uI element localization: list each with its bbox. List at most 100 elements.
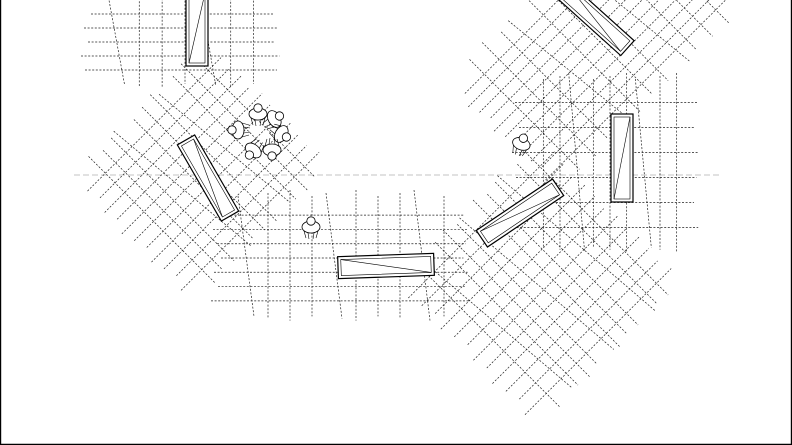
person-head [274,111,285,121]
platform-beam [526,0,641,112]
platform-joist [541,0,721,167]
bench-diagonal [613,116,631,200]
platform-beam [237,195,255,317]
platform-beam [102,150,223,270]
platform-beam [133,119,254,240]
person-limbs [512,145,527,157]
platform-joist [486,228,627,369]
timber-platform [81,0,280,89]
timber-platform [464,0,733,181]
bench-inset [557,0,631,52]
platform-beam [497,175,656,312]
person-figure [269,123,292,143]
platform-beam [325,192,343,319]
platform-beam [481,42,596,157]
person-limbs [262,114,275,130]
timber-platform [512,72,699,252]
person-head [244,150,255,160]
platform-joist [468,0,659,108]
platform-beam [442,229,590,377]
person-figure [262,110,285,130]
person-figure [512,133,531,157]
bench [337,252,435,280]
platform-beam [457,224,597,364]
platforms-layer [81,0,733,415]
person-head [227,125,237,135]
person-head [306,216,316,226]
platform-joist [490,0,672,119]
person-figure [248,103,268,127]
bench [176,134,240,222]
platform-beam [434,241,579,386]
platform-joist [545,0,733,181]
bench-diagonal [480,194,560,232]
person-limbs [250,138,265,153]
bench-inset [181,138,235,218]
person-limbs [264,137,280,147]
platform-beam [180,63,308,191]
bench-inset [188,0,206,64]
person-figure [301,216,321,240]
platform-joist [519,0,708,156]
platform-joist [519,260,658,400]
platform-joist [524,268,672,415]
person-head [267,151,277,161]
platform-joist [492,235,641,384]
platform-beam [412,259,560,407]
platform-beam [517,163,657,304]
bench [185,0,209,67]
platform-beam [149,94,277,222]
platform-beam [469,59,580,170]
person-limbs [250,117,266,127]
bench [475,178,565,248]
bench-inset [480,182,560,244]
bench-diagonal [340,259,432,273]
bench [610,113,634,203]
platform-beam [421,259,573,389]
timber-platform [408,151,672,415]
platform-joist [408,151,555,299]
person-limbs [241,122,251,138]
bench [553,0,635,57]
person-limbs [303,230,319,240]
bench-inset [340,256,432,276]
person-head [281,132,292,142]
platform-beam [108,0,125,85]
platform-beam [568,72,586,252]
bench-diagonal [567,0,621,52]
platform-joist [479,0,665,113]
platform-beam [158,94,290,203]
person-figure [244,138,265,160]
platform-joist [87,57,222,192]
bench-diagonal [193,138,223,218]
platform-beam [110,137,235,262]
platform-beam [88,156,216,284]
platform-joist [454,196,596,338]
person-limbs [269,123,282,139]
platform-beam [634,78,652,248]
bench-inset [613,116,631,200]
bench-diagonal [188,0,206,64]
platform-joist [176,145,307,276]
platform-joist [516,0,697,143]
person-head [518,133,528,143]
bench-outline [185,0,209,67]
platform-beam [507,20,630,120]
platform-beam [614,0,730,24]
platform-beam [565,0,691,62]
platform-joist [473,216,618,361]
platform-joist [180,152,320,291]
platform-joist [505,0,690,137]
platform-beam [525,151,669,296]
platform-joist [121,93,263,235]
platform-joist [505,248,649,392]
platform-beam [500,31,608,139]
platform-beam [113,130,252,247]
person-head [253,103,263,113]
platform-joist [467,208,604,345]
benches-layer [176,0,635,280]
person-figure [262,137,282,161]
platform-joist [493,0,683,132]
